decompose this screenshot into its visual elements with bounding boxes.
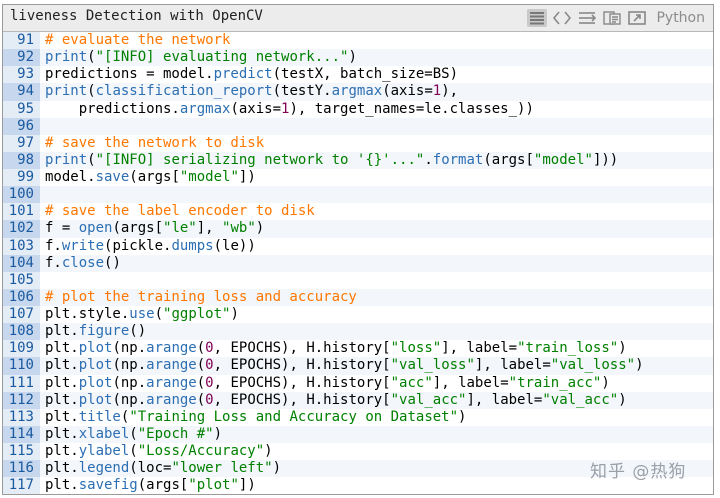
code-line: 95 predictions.argmax(axis=1), target_na…	[3, 100, 713, 118]
code-line: 113 plt.title("Training Loss and Accuracy…	[3, 408, 713, 426]
code-line: 111 plt.plot(np.arange(0, EPOCHS), H.hist…	[3, 374, 713, 392]
code-text	[40, 272, 713, 289]
code-text: plt.savefig(args["plot"])	[45, 477, 256, 494]
line-number: 99	[3, 169, 40, 187]
code-text	[40, 117, 713, 135]
line-number: 94	[3, 83, 40, 101]
code-icon[interactable]	[552, 9, 572, 27]
popup-icon[interactable]	[627, 9, 647, 27]
watermark: 知乎 @热狗	[590, 462, 687, 482]
line-number: 106	[3, 288, 40, 306]
code-text: predictions = model.predict(testX, batch…	[45, 66, 459, 83]
code-line: 93 predictions = model.predict(testX, bat…	[3, 66, 713, 84]
code-text: # save the network to disk	[45, 134, 265, 151]
code-text: print(classification_report(testY.argmax…	[40, 83, 713, 101]
line-number: 109	[3, 340, 40, 358]
code-text: plt.ylabel("Loss/Accuracy")	[45, 443, 273, 459]
line-number: 102	[3, 220, 40, 238]
line-number: 93	[3, 66, 40, 84]
code-line: 106# plot the training loss and accuracy	[3, 288, 713, 306]
code-line: 109 plt.plot(np.arange(0, EPOCHS), H.hist…	[3, 340, 713, 358]
line-number: 97	[3, 134, 40, 152]
code-text: plt.plot(np.arange(0, EPOCHS), H.history…	[40, 357, 713, 375]
line-number: 101	[3, 203, 40, 221]
line-number: 115	[3, 443, 40, 461]
code-text: # save the label encoder to disk	[45, 203, 315, 220]
code-text: predictions.argmax(axis=1), target_names…	[45, 100, 534, 117]
view-source-icon[interactable]	[527, 9, 548, 27]
line-number: 108	[3, 323, 40, 341]
code-line: 91 # evaluate the network	[3, 32, 713, 50]
code-line: 115 plt.ylabel("Loss/Accuracy")	[3, 443, 713, 461]
line-number: 104	[3, 254, 40, 272]
code-line: 99 model.save(args["model"])	[3, 169, 713, 187]
line-number: 113	[3, 408, 40, 426]
code-line: 103 f.write(pickle.dumps(le))	[3, 237, 713, 255]
code-text: f.write(pickle.dumps(le))	[45, 237, 256, 254]
code-text: plt.plot(np.arange(0, EPOCHS), H.history…	[40, 391, 713, 409]
line-number: 110	[3, 357, 40, 375]
line-number: 111	[3, 374, 40, 392]
code-text: # evaluate the network	[45, 32, 231, 48]
code-text: # plot the training loss and accuracy	[40, 288, 713, 306]
code-text: plt.plot(np.arange(0, EPOCHS), H.history…	[45, 374, 610, 391]
line-number: 116	[3, 460, 40, 478]
code-text: f.close()	[40, 254, 713, 272]
code-text: print("[INFO] serializing network to '{}…	[40, 151, 713, 169]
code-line: 117 plt.savefig(args["plot"])	[3, 477, 713, 494]
line-number: 100	[3, 186, 40, 204]
line-number: 98	[3, 151, 40, 169]
line-number: 105	[3, 271, 40, 289]
line-number: 91	[3, 32, 40, 50]
line-number: 112	[3, 391, 40, 409]
code-text: model.save(args["model"])	[45, 169, 256, 185]
copy-icon[interactable]	[602, 9, 622, 27]
code-line: 101 # save the label encoder to disk	[3, 203, 713, 221]
window-title: liveness Detection with OpenCV	[10, 8, 263, 24]
line-number: 117	[3, 477, 40, 494]
code-text: plt.xlabel("Epoch #")	[40, 425, 713, 443]
code-text: print("[INFO] evaluating network...")	[40, 49, 713, 67]
wrap-icon[interactable]	[577, 9, 597, 27]
code-line: 105	[3, 271, 713, 289]
code-text: plt.title("Training Loss and Accuracy on…	[45, 408, 467, 425]
code-text: plt.plot(np.arange(0, EPOCHS), H.history…	[45, 340, 627, 357]
code-line: 100	[3, 186, 713, 204]
code-text: f = open(args["le"], "wb")	[40, 220, 713, 238]
line-number: 107	[3, 306, 40, 324]
line-number: 114	[3, 425, 40, 443]
line-number: 95	[3, 100, 40, 118]
code-line: 96	[3, 117, 713, 135]
language-label: Python	[656, 10, 705, 26]
code-text: plt.legend(loc="lower left")	[40, 460, 713, 478]
code-line: 107 plt.style.use("ggplot")	[3, 306, 713, 324]
title-bar: liveness Detection with OpenCV Python	[3, 5, 713, 32]
code-text	[40, 186, 713, 204]
code-text: plt.figure()	[40, 323, 713, 341]
line-number: 96	[3, 117, 40, 135]
line-number: 103	[3, 237, 40, 255]
code-text: plt.style.use("ggplot")	[45, 306, 239, 322]
code-toolbar: Python	[527, 8, 705, 28]
line-number: 92	[3, 49, 40, 67]
code-window: liveness Detection with OpenCV Python 91…	[2, 4, 714, 495]
code-line: 97 # save the network to disk	[3, 134, 713, 152]
